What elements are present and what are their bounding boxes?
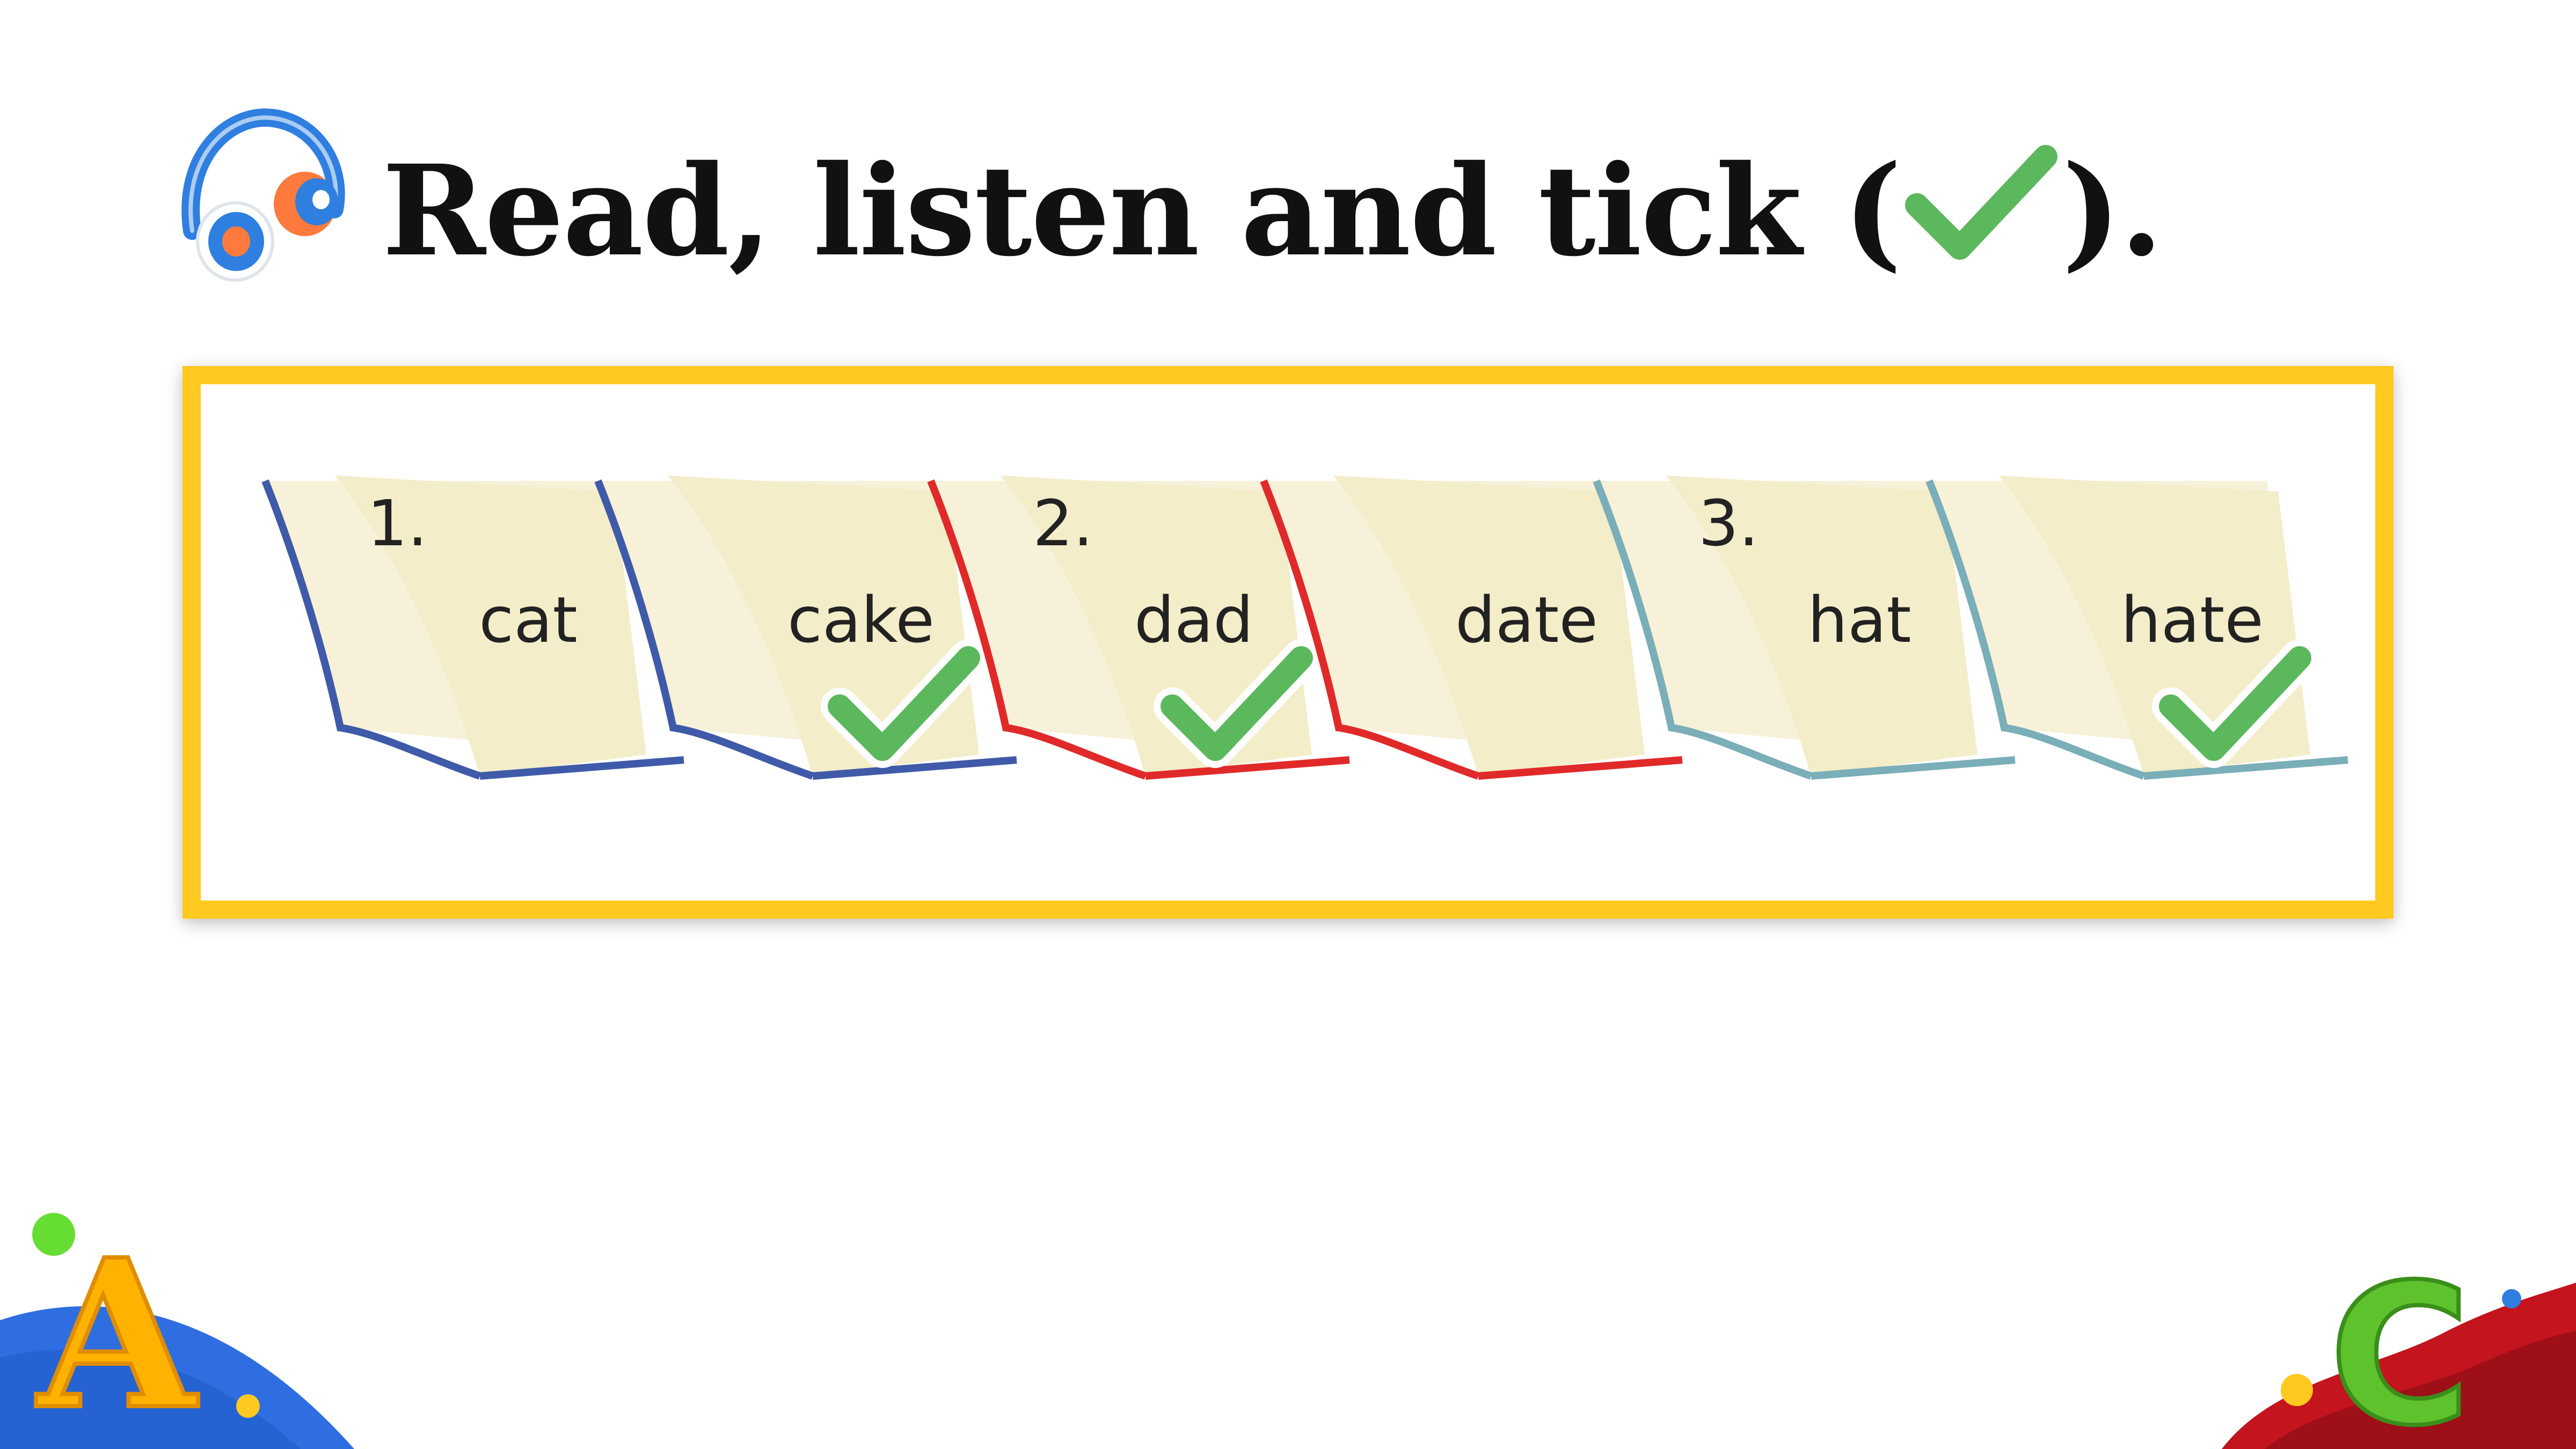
letter-c: C bbox=[2329, 1243, 2471, 1449]
headphones-icon bbox=[181, 108, 345, 282]
book-dad[interactable]: 2. dad bbox=[925, 475, 1366, 819]
books-row: 1. cat cake bbox=[260, 475, 2353, 819]
book-hate[interactable]: hate bbox=[1924, 475, 2364, 819]
item-number: 1. bbox=[367, 486, 428, 560]
book-date[interactable]: date bbox=[1258, 475, 1698, 819]
book-cat[interactable]: 1. cat bbox=[260, 475, 700, 819]
word-label: hat bbox=[1807, 583, 1911, 657]
check-icon bbox=[821, 639, 987, 768]
book-illustration bbox=[1925, 475, 2348, 780]
book-hat[interactable]: 3. hat bbox=[1591, 475, 2031, 819]
book-illustration bbox=[1593, 475, 2016, 780]
title-text-before: Read, listen and tick ( bbox=[382, 137, 1902, 284]
letter-a: A bbox=[34, 1214, 200, 1449]
item-number: 2. bbox=[1033, 486, 1093, 560]
check-icon bbox=[1154, 639, 1320, 768]
word-label: hate bbox=[2121, 583, 2264, 657]
word-label: dad bbox=[1134, 583, 1254, 657]
corner-decoration-left: A bbox=[0, 1212, 354, 1449]
exercise-frame: 1. cat cake bbox=[183, 366, 2393, 919]
book-illustration bbox=[261, 475, 684, 780]
item-number: 3. bbox=[1698, 486, 1759, 560]
book-illustration bbox=[927, 475, 1350, 780]
corner-decoration-right: C bbox=[2222, 1241, 2576, 1449]
check-icon bbox=[2152, 639, 2318, 768]
book-illustration bbox=[594, 475, 1017, 780]
title-tick-slot bbox=[1901, 141, 2062, 267]
book-illustration bbox=[1260, 475, 1683, 780]
check-icon bbox=[1901, 141, 2062, 267]
book-cake[interactable]: cake bbox=[593, 475, 1033, 819]
word-label: date bbox=[1455, 583, 1599, 657]
word-label: cake bbox=[787, 583, 935, 657]
title-text-after: ). bbox=[2062, 137, 2163, 284]
word-label: cat bbox=[479, 583, 578, 657]
page-title: Read, listen and tick (). bbox=[382, 137, 2163, 284]
